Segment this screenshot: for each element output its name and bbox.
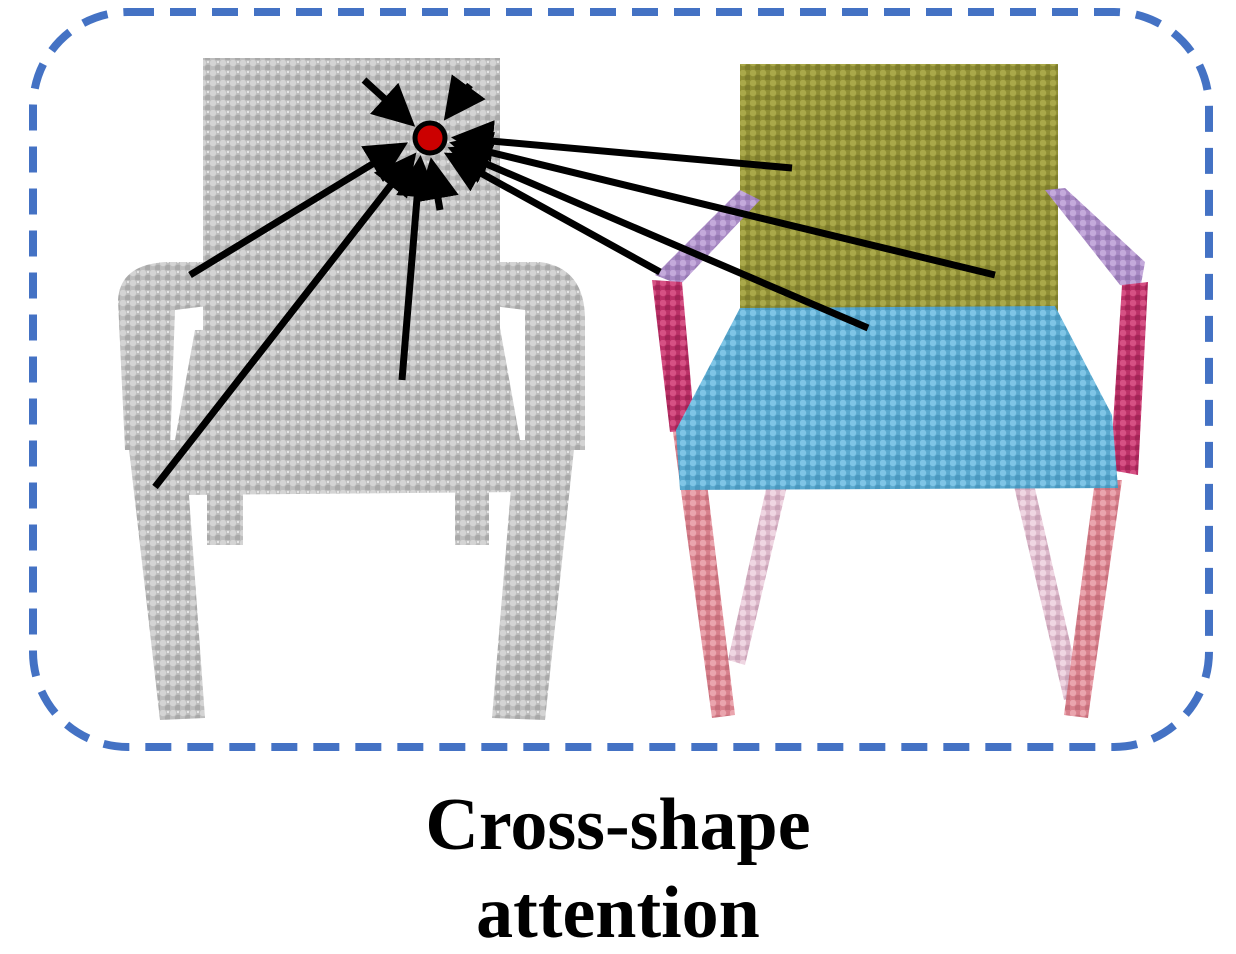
arrow-from-top-right (443, 74, 486, 121)
arrow-from-left-leg (152, 152, 417, 490)
right-chair-arm-upper-right (1045, 188, 1145, 290)
arrow-from-right-arm (443, 152, 662, 276)
left-chair-front-leg-right (492, 440, 575, 720)
right-chair-front-leg-right (1064, 480, 1122, 718)
right-chair-back-leg-right (1013, 480, 1082, 700)
dashed-frame (29, 8, 1213, 751)
attention-arrows (152, 74, 996, 490)
right-chair-back-leg-left (728, 480, 788, 665)
left-chair-seat (175, 328, 520, 495)
arrow-from-top-left (361, 77, 416, 127)
segmented-point-cloud-chair (652, 64, 1148, 718)
arrow-from-right-backrest-left (451, 120, 793, 172)
caption-line-2: attention (476, 872, 760, 954)
caption-line-1: Cross-shape (425, 784, 811, 866)
right-chair-arm-lower-left (652, 280, 695, 432)
arrow-from-seat (396, 155, 439, 381)
arrow-from-right-backrest-right (449, 131, 996, 279)
right-chair-seat (676, 306, 1118, 490)
query-point (412, 120, 448, 156)
arrow-from-right-seat (447, 144, 870, 332)
right-chair-front-leg-left (672, 425, 735, 718)
right-chair-arm-lower-right (1110, 282, 1148, 475)
left-chair-arm-left (118, 262, 215, 450)
left-chair-arm-right (485, 262, 585, 450)
arrow-from-left-arm (188, 142, 408, 278)
arrow-from-below (417, 157, 459, 211)
right-chair-backrest (740, 64, 1058, 314)
gray-point-cloud-chair (118, 58, 585, 720)
left-chair-front-leg-left (128, 440, 205, 720)
